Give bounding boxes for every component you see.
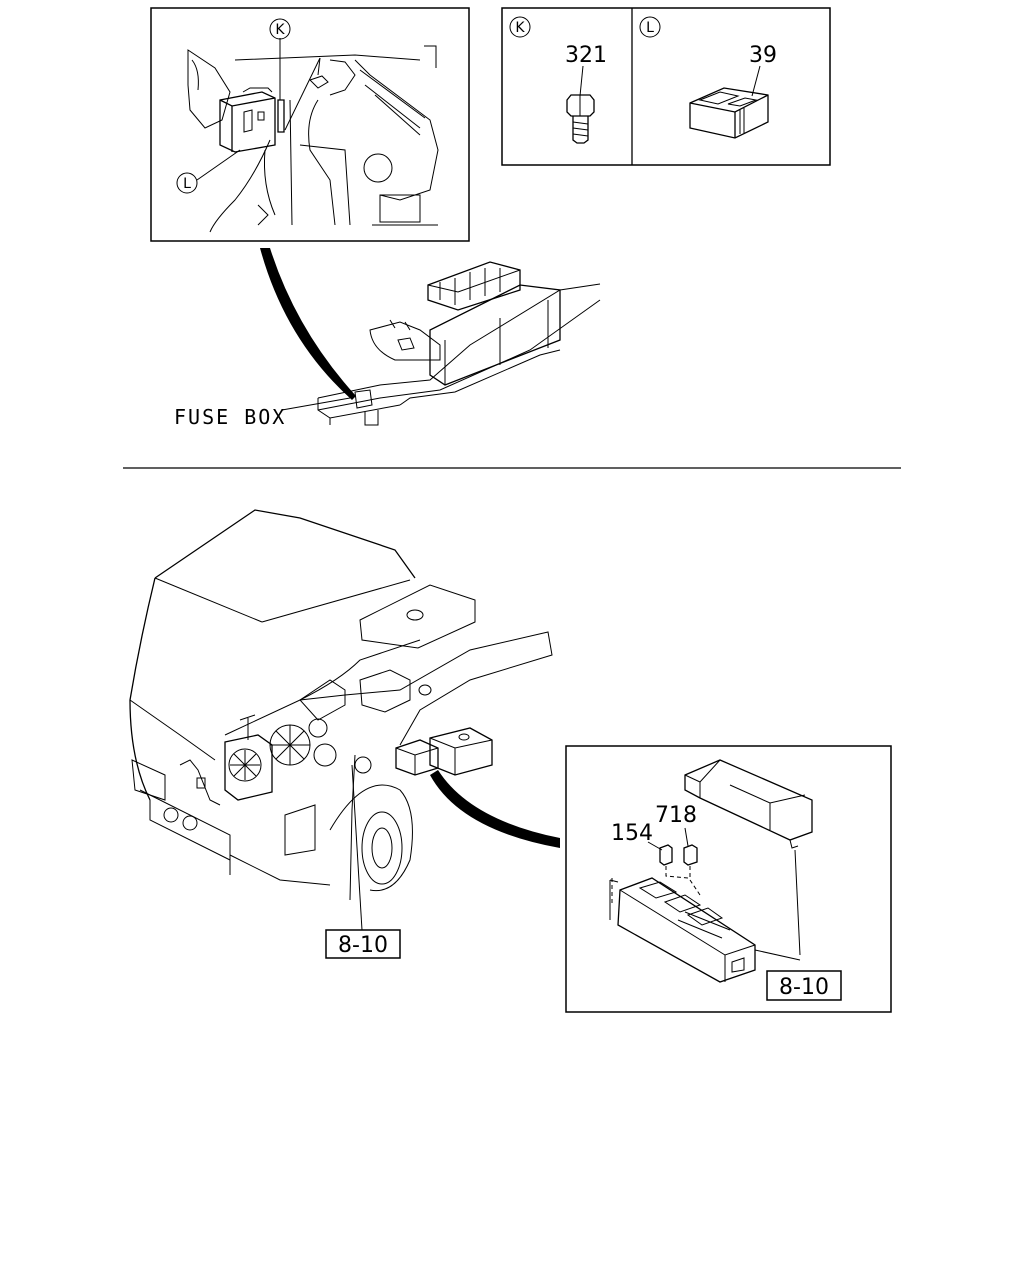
- inset-connector-arrow: [260, 248, 356, 400]
- bolt-icon: [566, 94, 595, 144]
- legend-callout-k: K: [515, 20, 525, 36]
- fuse-box-label: FUSE BOX: [174, 405, 286, 429]
- ref-box-main: [325, 929, 401, 959]
- callout-k-label: K: [275, 22, 285, 38]
- fuse-box-detail-frame: 154 718 8-10: [565, 745, 892, 1013]
- relay-icon: [689, 87, 769, 139]
- truck-front-sketch: [129, 509, 553, 901]
- ref-main-label: 8-10: [338, 933, 388, 958]
- detail-connector-arrow: [430, 770, 560, 848]
- relay-154-icon: [659, 844, 673, 866]
- ref-box-detail: [766, 970, 842, 1001]
- callout-l-label: L: [183, 176, 191, 192]
- part-number-321: 321: [565, 43, 607, 68]
- frame-rail-sketch: [317, 261, 601, 426]
- legend-callout-l: L: [646, 20, 654, 36]
- part-number-39: 39: [749, 43, 777, 68]
- ref-detail-label: 8-10: [779, 975, 829, 1000]
- part-number-154: 154: [611, 821, 653, 846]
- relay-718-icon: [683, 844, 698, 866]
- parts-legend-box: K 321 L 39: [501, 7, 831, 166]
- part-number-718: 718: [655, 803, 697, 828]
- detail-inset-frame: K L: [150, 7, 470, 242]
